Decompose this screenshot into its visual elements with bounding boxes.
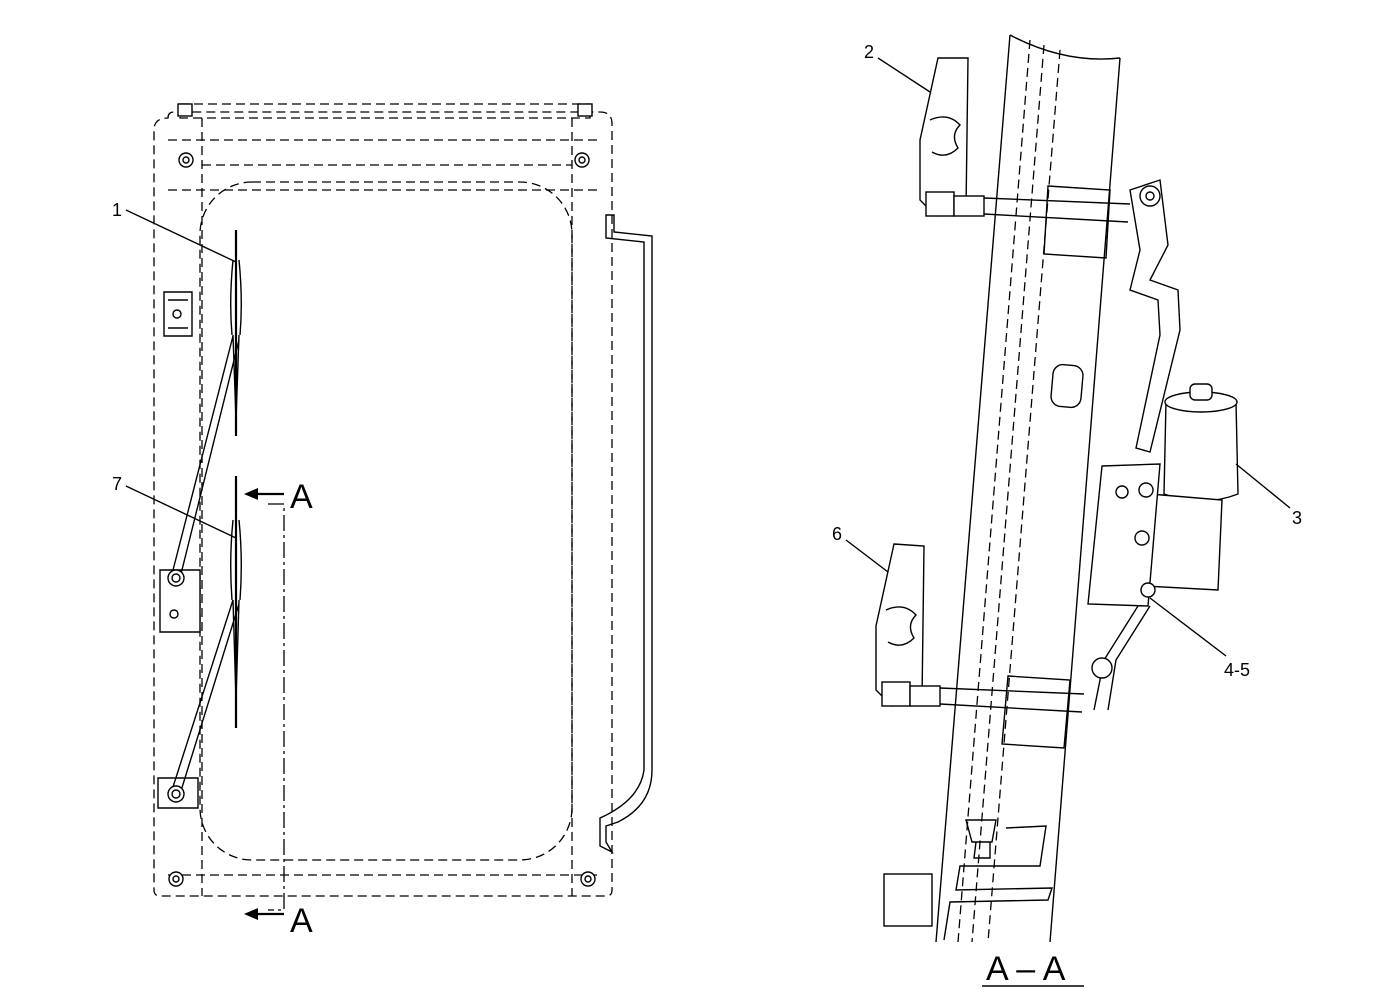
upper-shaft-boss [1043, 185, 1111, 259]
wiper-blade-upper-spine [230, 259, 242, 421]
wiper-arms [167, 335, 240, 803]
pillar-top [1009, 34, 1121, 60]
upper-arm-assembly [919, 57, 1131, 259]
pillar-slot [1050, 363, 1084, 409]
section-view: 2 3 6 4-5 A – A [832, 34, 1302, 988]
leader-3 [1235, 463, 1291, 509]
lower-shaft [939, 687, 1085, 713]
bolt-bottom-right [580, 871, 596, 887]
bolt-top-right [574, 152, 590, 168]
wiper-arm-upper [171, 335, 240, 579]
lower-arm-assembly [875, 543, 1085, 749]
bottom-bracket [943, 825, 1053, 941]
arm-pivot-lower [167, 785, 185, 803]
inner-frame-outline [168, 118, 600, 896]
leader-6 [845, 539, 889, 573]
callout-7: 7 [112, 474, 122, 494]
bolt-bottom-right-core [584, 875, 592, 883]
header-tab-left [177, 103, 193, 117]
lower-arm-clip [885, 606, 917, 646]
bracket-middle-hole [169, 609, 179, 619]
arm-pivot-upper-core [171, 573, 181, 583]
upper-link-plate [1129, 179, 1181, 453]
leader-2 [877, 57, 931, 93]
upper-link-pin [1139, 185, 1161, 207]
lower-link-pin [1091, 657, 1113, 679]
bracket-upper [163, 291, 193, 337]
upper-arm-nut [925, 191, 955, 217]
upper-shaft [983, 197, 1131, 223]
pillar-inner [957, 39, 1061, 943]
upper-link-pin-core [1145, 191, 1155, 201]
lower-shaft-collar [909, 685, 941, 707]
bolt-top-left [178, 152, 194, 168]
mount-bolt-1 [1138, 482, 1154, 498]
leader-1 [125, 209, 237, 263]
section-mark-top: A [290, 478, 313, 516]
bracket-middle [159, 569, 201, 633]
upper-shaft-collar [953, 195, 985, 217]
bottom-block [883, 873, 933, 927]
side-brackets [157, 291, 201, 809]
outer-frame-outline [153, 111, 613, 897]
bracket-upper-hole [172, 309, 182, 319]
section-line [268, 503, 285, 911]
wiper-motor [1143, 383, 1239, 591]
bolt-bottom-left-core [172, 875, 180, 883]
bolt-top-left-core [182, 156, 190, 164]
bolt-top-right-core [578, 156, 586, 164]
leader-4-5 [1149, 597, 1227, 657]
front-view: A A 1 7 [112, 103, 653, 940]
arm-pivot-upper [167, 569, 185, 587]
callout-4-5: 4-5 [1224, 660, 1250, 680]
bolt-bottom-left [168, 871, 184, 887]
mounting-plate [1087, 463, 1161, 607]
pillar-outer [935, 34, 1121, 943]
mount-bolt-2 [1134, 530, 1150, 546]
bottom-clip [965, 819, 997, 859]
wiper-blades [230, 230, 242, 728]
lower-shaft-boss [1001, 675, 1071, 749]
glass-opening [199, 181, 573, 861]
lower-arm-nut [881, 681, 911, 707]
frame-bolts [168, 152, 596, 887]
section-arrowhead-bottom [244, 908, 258, 920]
callout-1: 1 [112, 200, 122, 220]
section-arrowhead-top [244, 488, 258, 500]
arm-pivot-lower-core [171, 789, 181, 799]
side-handle-rail [599, 214, 653, 854]
callout-6: 6 [832, 524, 842, 544]
leader-7 [125, 485, 237, 539]
header-bar [179, 103, 591, 166]
mount-bolt-3 [1140, 582, 1156, 598]
wiper-arm-lower [171, 599, 240, 795]
motor-shaft-cap [1189, 383, 1213, 401]
section-mark-bottom: A [290, 902, 313, 940]
upper-arm-clip [929, 116, 961, 156]
header-tab-right [577, 103, 593, 117]
callout-2: 2 [864, 42, 874, 62]
mount-bolt-4 [1115, 485, 1129, 499]
callout-3: 3 [1292, 508, 1302, 528]
section-title: A – A [986, 950, 1066, 988]
mounting-bolts [1115, 482, 1156, 598]
wiper-blade-lower-spine [230, 519, 242, 701]
